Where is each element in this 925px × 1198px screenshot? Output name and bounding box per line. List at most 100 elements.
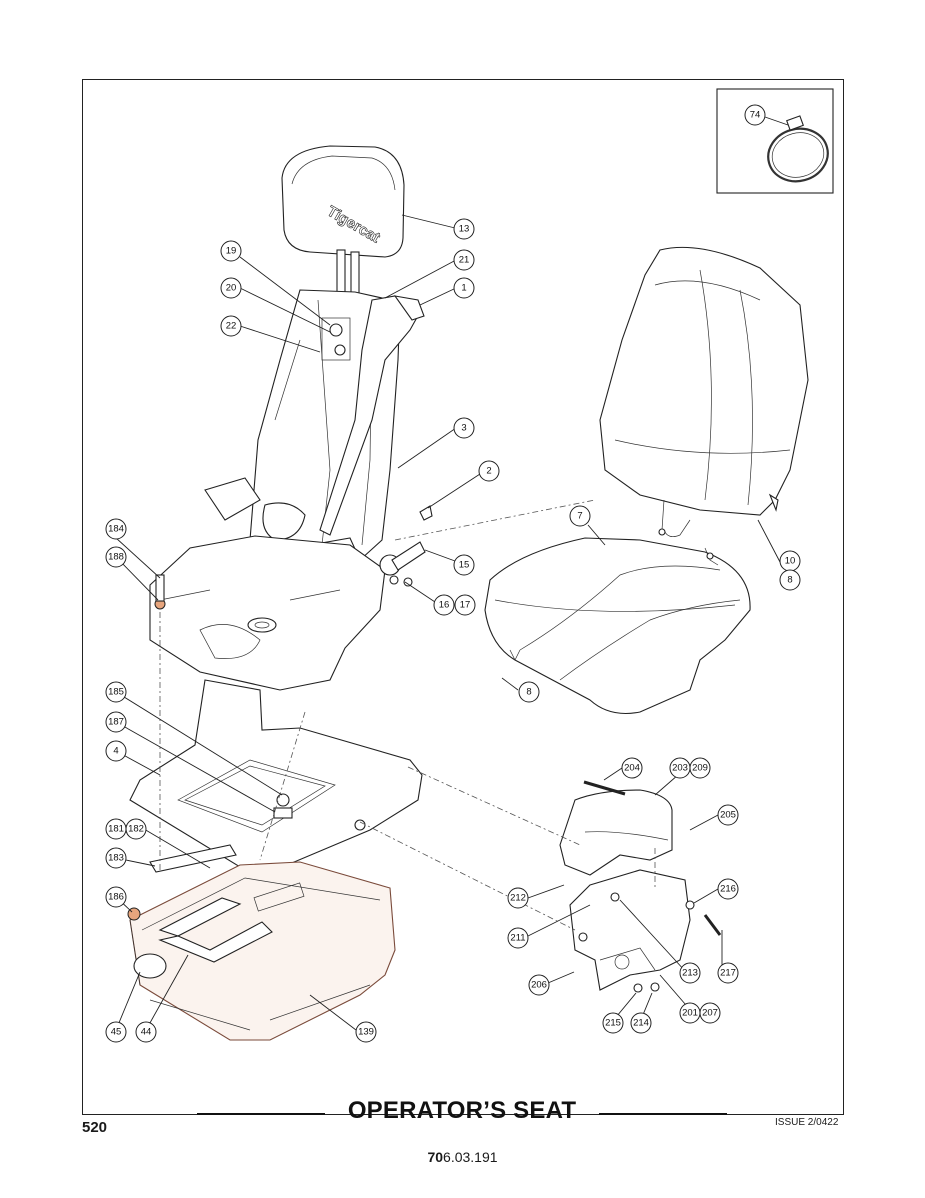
svg-text:44: 44 [141,1027,152,1038]
svg-text:139: 139 [358,1027,374,1038]
svg-text:213: 213 [682,968,698,979]
callout-211: 211 [507,927,529,949]
issue-label: ISSUE 2/0422 [775,1117,839,1128]
armrest [559,780,673,876]
svg-text:201: 201 [682,1008,698,1019]
callout-8-top: 8 [779,569,801,591]
callout-13: 13 [453,218,475,240]
svg-text:216: 216 [720,884,736,895]
svg-text:22: 22 [226,321,237,332]
callout-187: 187 [105,711,127,733]
svg-text:13: 13 [459,224,470,235]
svg-text:7: 7 [577,511,582,522]
callout-183: 183 [105,847,127,869]
svg-text:205: 205 [720,810,736,821]
callout-182: 182 [125,818,147,840]
alignment-lines [159,499,656,931]
document-number-suffix: 6.03.191 [443,1149,498,1165]
inset-detail-box [716,88,834,194]
svg-text:215: 215 [605,1018,621,1029]
svg-text:17: 17 [460,600,471,611]
callout-21: 21 [453,249,475,271]
svg-text:20: 20 [226,283,237,294]
svg-text:45: 45 [111,1027,122,1038]
svg-text:217: 217 [720,968,736,979]
svg-text:204: 204 [624,763,640,774]
svg-text:15: 15 [459,560,470,571]
callout-185: 185 [105,681,127,703]
callout-186: 186 [105,886,127,908]
svg-text:207: 207 [702,1008,718,1019]
svg-text:19: 19 [226,246,237,257]
svg-text:214: 214 [633,1018,649,1029]
svg-text:182: 182 [128,824,144,835]
svg-text:8: 8 [526,687,531,698]
diagram-frame [82,79,844,1115]
callout-216: 216 [717,878,739,900]
callout-139: 139 [355,1021,377,1043]
callout-188: 188 [105,546,127,568]
callout-204: 204 [621,757,643,779]
document-number: 706.03.191 [0,1149,925,1165]
title-bar: OPERATOR’S SEAT [197,1097,727,1127]
callout-20: 20 [220,277,242,299]
title-rule-left [197,1113,325,1115]
document-number-prefix: 70 [427,1149,444,1165]
svg-text:188: 188 [108,552,124,563]
armrest-bracket [569,869,722,993]
callout-3: 3 [453,417,475,439]
callout-4: 4 [105,740,127,762]
seat-cushion [484,537,751,715]
callout-213: 213 [679,962,701,984]
svg-text:16: 16 [439,600,450,611]
base-plate [129,679,423,871]
svg-text:209: 209 [692,763,708,774]
svg-text:186: 186 [108,892,124,903]
callout-17: 17 [454,594,476,616]
page-title: OPERATOR’S SEAT [347,1097,577,1124]
seat-pan [149,505,433,691]
callout-201: 201 [679,1002,701,1024]
svg-text:203: 203 [672,763,688,774]
callout-212: 212 [507,887,529,909]
callout-19: 19 [220,240,242,262]
callout-16: 16 [433,594,455,616]
callout-206: 206 [528,974,550,996]
svg-text:206: 206 [531,980,547,991]
svg-text:183: 183 [108,853,124,864]
callout-2: 2 [478,460,500,482]
callout-184: 184 [105,518,127,540]
callout-217: 217 [717,962,739,984]
callout-22: 22 [220,315,242,337]
svg-text:21: 21 [459,255,470,266]
callout-15: 15 [453,554,475,576]
callout-203: 203 [669,757,691,779]
callout-8-bottom: 8 [518,681,540,703]
callout-215: 215 [602,1012,624,1034]
suspension-base [127,844,396,1041]
svg-text:184: 184 [108,524,124,535]
callout-7: 7 [569,505,591,527]
seat-back-cushion [599,246,809,537]
svg-text:2: 2 [486,466,491,477]
svg-text:211: 211 [510,933,525,944]
callout-214: 214 [630,1012,652,1034]
svg-text:74: 74 [750,110,761,121]
svg-text:1: 1 [461,283,466,294]
headrest: Tigercat [281,145,405,323]
callout-10: 10 [779,550,801,572]
callout-209: 209 [689,757,711,779]
svg-text:181: 181 [108,824,124,835]
svg-text:3: 3 [461,423,466,434]
callout-207: 207 [699,1002,721,1024]
svg-text:187: 187 [108,717,124,728]
svg-text:10: 10 [785,556,796,567]
svg-text:212: 212 [510,893,526,904]
title-rule-right [599,1113,727,1115]
callout-205: 205 [717,804,739,826]
svg-text:4: 4 [113,746,118,757]
callout-74: 74 [744,104,766,126]
callout-44: 44 [135,1021,157,1043]
callout-181: 181 [105,818,127,840]
